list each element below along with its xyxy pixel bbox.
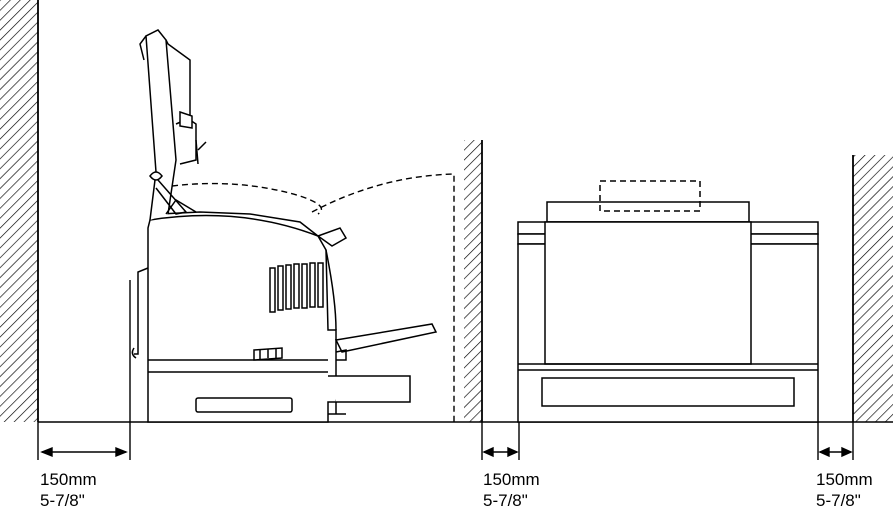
printer-side-view bbox=[131, 29, 438, 423]
clearance-middle-imperial: 5-7/8" bbox=[483, 491, 528, 510]
clearance-right-imperial: 5-7/8" bbox=[816, 491, 861, 510]
clearance-dimension-right bbox=[817, 422, 854, 460]
clearance-dimension-left bbox=[37, 280, 131, 460]
wall-right bbox=[852, 155, 893, 422]
wall-middle bbox=[464, 140, 483, 422]
clearance-right-metric: 150mm bbox=[816, 470, 873, 489]
clearance-dimension-middle bbox=[481, 422, 520, 460]
clearance-left-imperial: 5-7/8" bbox=[40, 491, 85, 510]
clearance-left-metric: 150mm bbox=[40, 470, 97, 489]
cover-swing-path bbox=[171, 173, 455, 422]
printer-front-view bbox=[517, 180, 819, 423]
clearance-middle-metric: 150mm bbox=[483, 470, 540, 489]
wall-left bbox=[0, 0, 39, 422]
